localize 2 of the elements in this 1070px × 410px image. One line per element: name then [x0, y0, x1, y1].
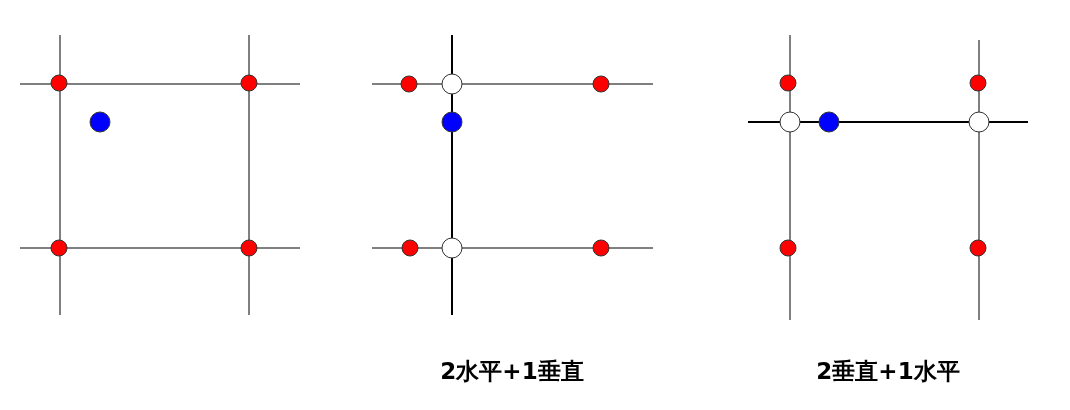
caption-text: 2垂直+1水平: [816, 357, 960, 386]
caption-text: 2水平+1垂直: [440, 357, 584, 386]
